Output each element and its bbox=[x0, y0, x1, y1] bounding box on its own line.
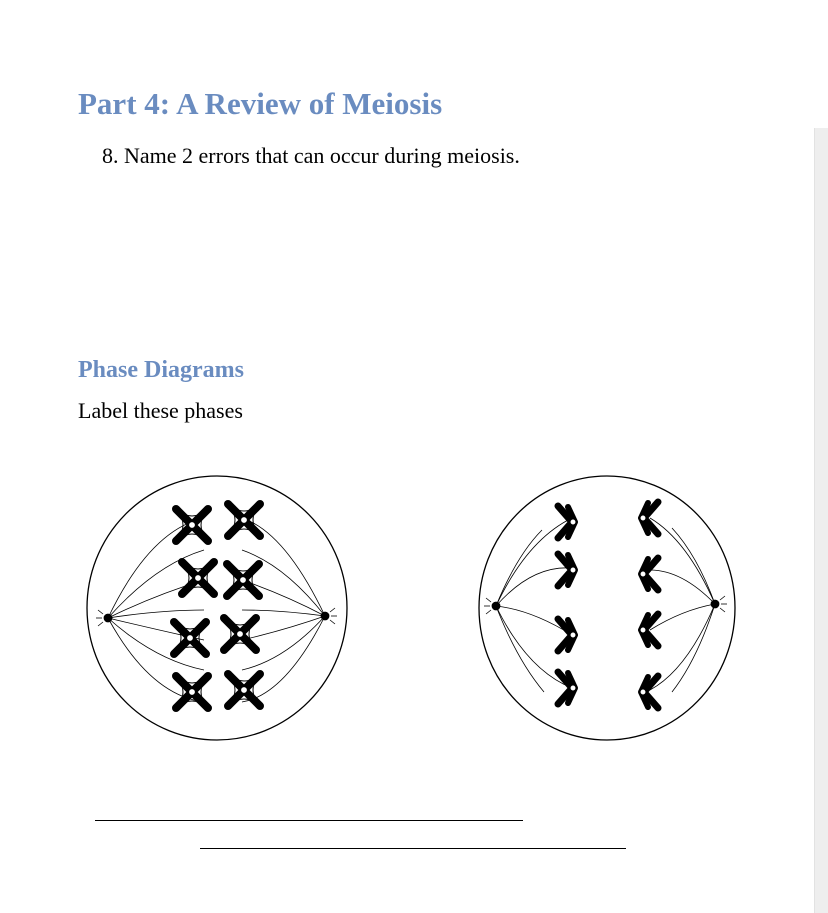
metaphase-cell-icon bbox=[86, 475, 348, 741]
anaphase-cell-icon bbox=[478, 475, 736, 741]
centrioles bbox=[96, 607, 337, 627]
cell-membrane bbox=[86, 475, 348, 741]
chromatids-right bbox=[640, 502, 658, 708]
label-instruction: Label these phases bbox=[78, 398, 243, 423]
section-heading: Part 4: A Review of Meiosis bbox=[78, 86, 443, 121]
vertical-scrollbar[interactable] bbox=[814, 128, 828, 913]
phase-diagrams-heading: Phase Diagrams bbox=[78, 357, 244, 383]
spindle-fibers bbox=[107, 517, 326, 703]
cell-membrane bbox=[478, 475, 736, 741]
question-8: 8. Name 2 errors that can occur during m… bbox=[102, 143, 520, 168]
chromatids-left bbox=[558, 506, 576, 704]
centrioles bbox=[484, 595, 727, 615]
chromosomes bbox=[174, 504, 260, 708]
spindle-fibers bbox=[495, 517, 716, 693]
answer-line-2[interactable] bbox=[200, 848, 626, 849]
answer-line-1[interactable] bbox=[95, 820, 523, 821]
